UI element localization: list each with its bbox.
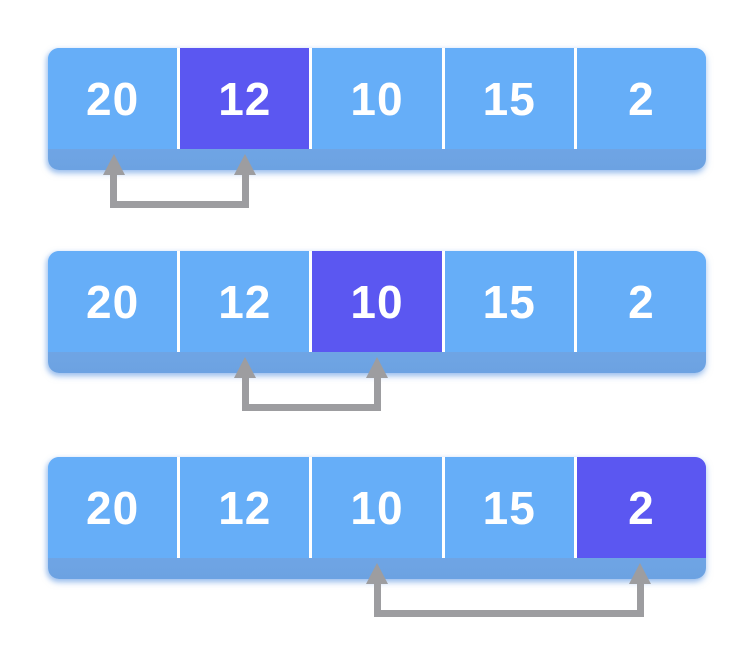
array-cell: 2 bbox=[573, 48, 706, 149]
arrow-connector bbox=[110, 201, 249, 208]
arrow-stem-left bbox=[241, 376, 249, 411]
arrow-head-right bbox=[366, 357, 388, 378]
array-cell: 15 bbox=[441, 48, 574, 149]
arrow-head-left bbox=[366, 563, 388, 584]
array-cell: 2 bbox=[573, 251, 706, 352]
array-cell: 12 bbox=[177, 251, 310, 352]
arrow-connector bbox=[373, 610, 644, 617]
arrow-head-right bbox=[234, 154, 257, 175]
arrow-connector bbox=[241, 404, 381, 411]
array-cell: 15 bbox=[441, 251, 574, 352]
array-cell-highlighted: 12 bbox=[177, 48, 310, 149]
arrow-stem-right bbox=[373, 376, 381, 411]
arrow-stem-left bbox=[110, 173, 118, 208]
array-cell-highlighted: 10 bbox=[309, 251, 442, 352]
arrow-stem-right bbox=[241, 173, 249, 208]
arrow-head-left bbox=[102, 154, 125, 175]
arrow-head-right bbox=[629, 563, 652, 584]
arrow-stem-right bbox=[636, 582, 644, 617]
array-cell-highlighted: 2 bbox=[573, 457, 706, 558]
array-cell: 20 bbox=[48, 457, 178, 558]
arrow-head-left bbox=[234, 357, 257, 378]
arrow-stem-left bbox=[373, 582, 381, 617]
array-cell: 20 bbox=[48, 251, 178, 352]
array-cell: 12 bbox=[177, 457, 310, 558]
array-cell: 20 bbox=[48, 48, 178, 149]
array-cell: 15 bbox=[441, 457, 574, 558]
array-cell: 10 bbox=[309, 457, 442, 558]
array-cell: 10 bbox=[309, 48, 442, 149]
